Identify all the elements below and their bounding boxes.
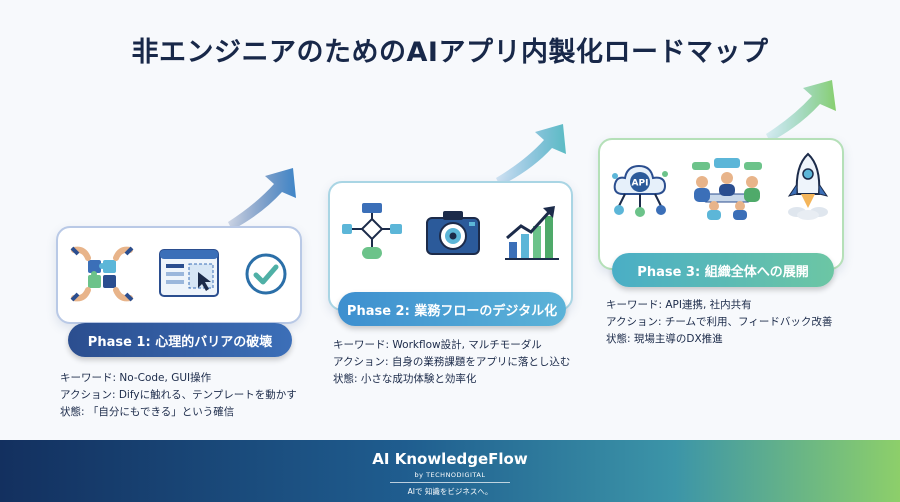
team-meeting-icon bbox=[691, 158, 762, 220]
page-title: 非エンジニアのためのAIアプリ内製化ロードマップ bbox=[131, 37, 769, 68]
phase2-keyword: キーワード: Workflow設計, マルチモーダル bbox=[333, 339, 542, 351]
phase2-details: キーワード: Workflow設計, マルチモーダル アクション: 自身の業務課… bbox=[333, 337, 570, 388]
phase3-keyword: キーワード: API連携, 社内共有 bbox=[606, 299, 752, 311]
footer-banner: AI KnowledgeFlow by TECHNODIGITAL AIで 知識… bbox=[0, 440, 900, 502]
phase3-label: Phase 3: 組織全体への展開 bbox=[612, 253, 834, 287]
footer-byline: by TECHNODIGITAL bbox=[414, 471, 486, 479]
phase2-action: アクション: 自身の業務課題をアプリに落とし込む bbox=[333, 356, 571, 368]
arrow-phase3 bbox=[766, 80, 836, 142]
footer-divider bbox=[390, 482, 510, 483]
footer-brand: AI KnowledgeFlow bbox=[372, 450, 528, 468]
arrow-phase1 bbox=[228, 168, 296, 230]
phase2-state: 状態: 小さな成功体験と効率化 bbox=[333, 373, 477, 385]
phase3-state: 状態: 現場主導のDX推進 bbox=[606, 333, 723, 345]
api-label: API bbox=[631, 179, 648, 189]
phase1-keyword: キーワード: No-Code, GUI操作 bbox=[60, 372, 212, 384]
phase3-card: API bbox=[598, 138, 844, 270]
puzzle-hands-icon bbox=[70, 246, 134, 302]
camera-icon bbox=[426, 211, 481, 255]
gui-window-icon bbox=[159, 249, 219, 297]
flowchart-icon bbox=[341, 203, 402, 259]
phase1-details: キーワード: No-Code, GUI操作 アクション: Difyに触れる、テン… bbox=[60, 370, 297, 421]
rocket-icon bbox=[788, 152, 829, 220]
phase3-action: アクション: チームで利用、フィードバック改善 bbox=[606, 316, 833, 328]
phase3-details: キーワード: API連携, 社内共有 アクション: チームで利用、フィードバック… bbox=[606, 297, 832, 348]
phase1-state: 状態: 「自分にもできる」という確信 bbox=[60, 406, 235, 418]
checkmark-icon bbox=[245, 253, 287, 295]
phase1-card bbox=[56, 226, 302, 324]
phase1-label: Phase 1: 心理的バリアの破壊 bbox=[68, 323, 292, 357]
api-cloud-icon: API bbox=[611, 164, 668, 217]
phase2-label: Phase 2: 業務フローのデジタル化 bbox=[338, 292, 566, 326]
arrow-phase2 bbox=[496, 124, 566, 186]
growth-chart-icon bbox=[505, 206, 560, 260]
phase1-action: アクション: Difyに触れる、テンプレートを動かす bbox=[60, 389, 297, 401]
footer-tagline: AIで 知識をビジネスへ。 bbox=[407, 487, 493, 496]
